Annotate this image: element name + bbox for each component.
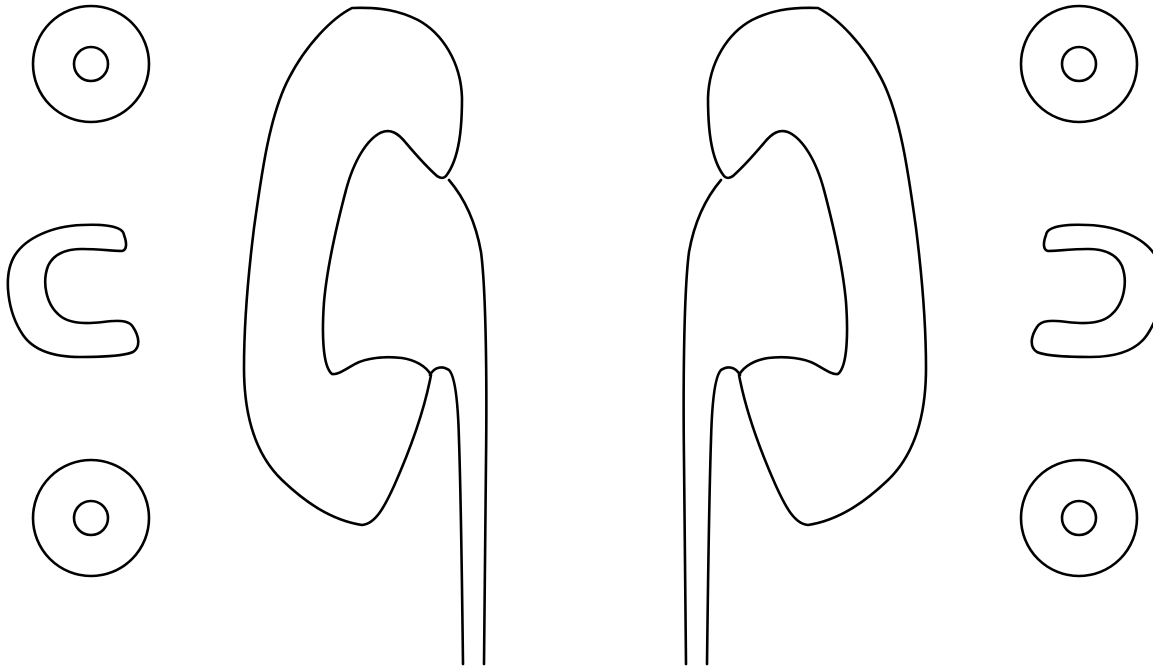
- left-kidney-outline: [244, 8, 462, 525]
- right-bottom-ring-icon: [1021, 460, 1137, 576]
- left-side-group: [8, 6, 486, 664]
- left-c-section-icon: [8, 225, 138, 357]
- left-bottom-ring-icon: [33, 460, 149, 576]
- right-side-group: [684, 6, 1153, 664]
- right-c-section-icon: [1032, 225, 1153, 357]
- right-ureter: [684, 180, 740, 664]
- left-ureter: [430, 180, 486, 664]
- right-top-ring-icon: [1021, 6, 1137, 122]
- left-top-ring-icon: [33, 6, 149, 122]
- right-kidney-outline: [708, 8, 926, 525]
